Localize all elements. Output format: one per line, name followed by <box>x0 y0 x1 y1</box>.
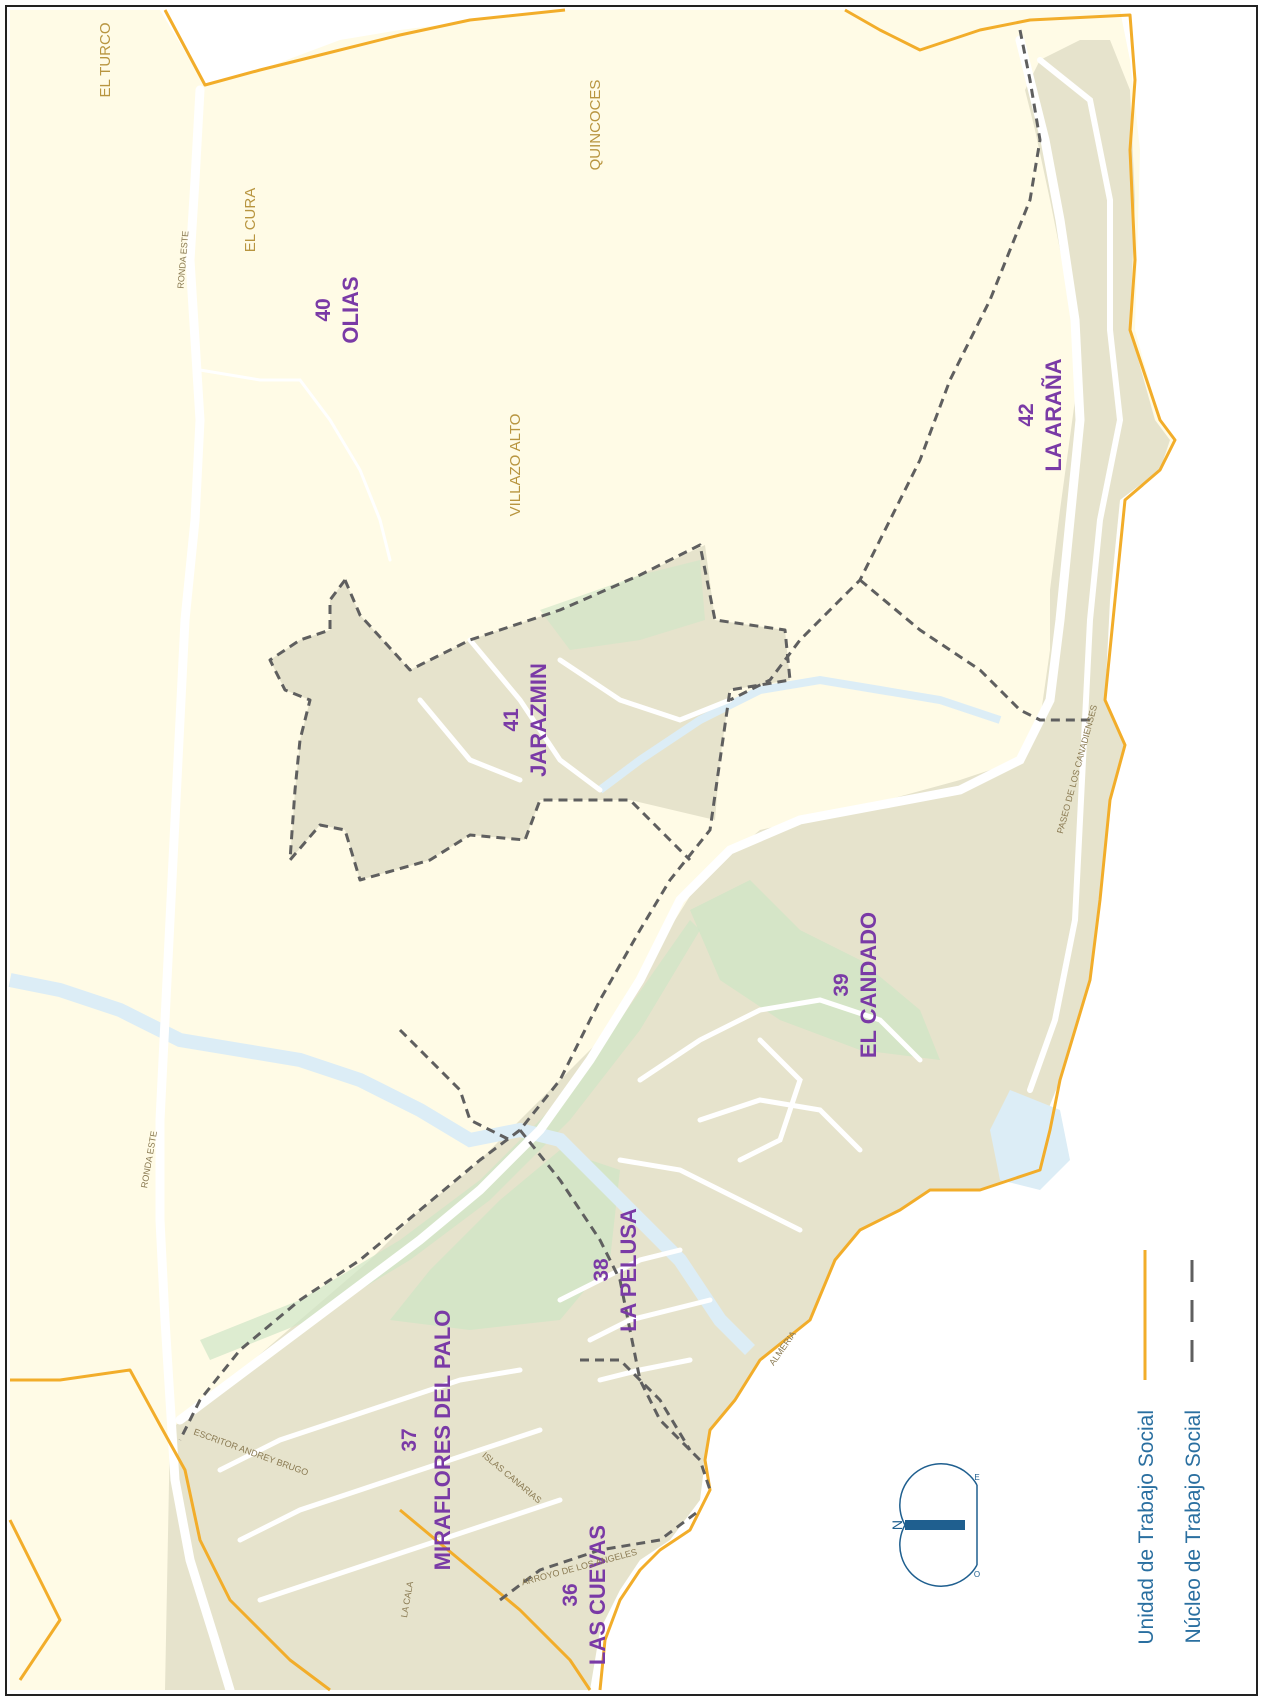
zone-label-38: 38 LA PELUSA <box>590 1208 641 1332</box>
nucleus-boundary-cuevas <box>499 1508 701 1602</box>
nucleus-boundaries <box>178 29 1090 1602</box>
zone-41-name: JARAZMIN <box>526 663 551 777</box>
zone-label-42: 42 LA ARAÑA <box>1015 358 1066 471</box>
park-candado <box>690 880 940 1060</box>
road-jarazmin <box>417 637 733 793</box>
unit-boundary-west <box>10 1368 331 1692</box>
legend-unit-label: Unidad de Trabajo Social <box>1135 1410 1158 1645</box>
road-candado <box>617 997 923 1233</box>
zone-39-name: EL CANDADO <box>856 912 881 1058</box>
compass-north-label: N <box>889 1520 905 1530</box>
nucleus-boundary-olias-arana <box>729 29 1042 702</box>
zone-40-name: OLIAS <box>338 276 363 343</box>
unit-boundary-north <box>163 8 566 87</box>
unit-boundaries <box>8 8 1177 1692</box>
zone-38-name: LA PELUSA <box>616 1208 641 1332</box>
road-autovia <box>175 35 1085 1425</box>
zone-labels: 36 LAS CUEVAS 37 MIRAFLORES DEL PALO 38 … <box>312 276 1066 1665</box>
compass: N E O <box>889 1463 980 1587</box>
place-el-turco: EL TURCO <box>97 22 114 97</box>
compass-arc <box>899 1463 978 1587</box>
unit-boundary-coast <box>598 8 1177 1691</box>
zone-38-number: 38 <box>590 1258 613 1282</box>
map-frame <box>5 5 1258 1696</box>
bay-water <box>990 1090 1070 1190</box>
place-villazo-alto: VILLAZO ALTO <box>507 414 524 517</box>
compass-east-label: E <box>974 1473 979 1482</box>
nucleus-boundary-jarazmin <box>343 543 792 1131</box>
zone-label-37: 37 MIRAFLORES DEL PALO <box>398 1310 455 1571</box>
zone-label-41: 41 JARAZMIN <box>500 663 551 777</box>
road-pelusa <box>557 1247 713 1383</box>
zone-39-number: 39 <box>830 973 853 996</box>
legend-nucleus-label: Núcleo de Trabajo Social <box>1182 1410 1205 1643</box>
zone-37-name: MIRAFLORES DEL PALO <box>430 1310 455 1571</box>
nucleus-boundary-pelusa-miraflores <box>178 1128 521 1441</box>
zone-40-number: 40 <box>312 298 335 321</box>
place-el-cura: EL CURA <box>242 188 259 252</box>
compass-west-label: O <box>974 1570 980 1579</box>
district-area <box>165 40 1170 1690</box>
zone-41-number: 41 <box>500 708 523 732</box>
road-coast <box>1027 57 1124 1093</box>
unit-boundary-left-edge <box>8 1519 62 1681</box>
road-network <box>155 35 1124 1695</box>
unit-boundary-inner <box>399 1508 592 1691</box>
zone-label-39: 39 EL CANDADO <box>830 912 881 1058</box>
road-miraflores <box>217 1367 563 1603</box>
stream-west <box>8 973 755 1355</box>
place-quincoces: QUINCOCES <box>587 80 604 171</box>
nucleus-boundary-arana-candado <box>859 578 1090 722</box>
zone-42-name: LA ARAÑA <box>1041 358 1066 471</box>
nucleus-boundary-pelusa-south <box>580 1358 692 1451</box>
place-labels: EL TURCO QUINCOCES EL CURA VILLAZO ALTO <box>97 22 604 516</box>
park-pelusa <box>390 1150 620 1330</box>
zone-label-40: 40 OLIAS <box>312 276 363 343</box>
zone-label-36: 36 LAS CUEVAS <box>559 1525 610 1665</box>
legend: Unidad de Trabajo Social Núcleo de Traba… <box>1135 1250 1205 1645</box>
road-ronda-este <box>155 85 235 1695</box>
road-olias <box>198 368 392 562</box>
park-north <box>540 560 705 650</box>
land-area <box>10 10 1175 1690</box>
zone-36-name: LAS CUEVAS <box>585 1525 610 1665</box>
zone-42-number: 42 <box>1015 403 1038 426</box>
zone-37-number: 37 <box>398 1428 421 1451</box>
north-arrow-icon <box>905 1520 965 1530</box>
zone-36-number: 36 <box>559 1583 582 1606</box>
stream-mid <box>597 675 1002 794</box>
